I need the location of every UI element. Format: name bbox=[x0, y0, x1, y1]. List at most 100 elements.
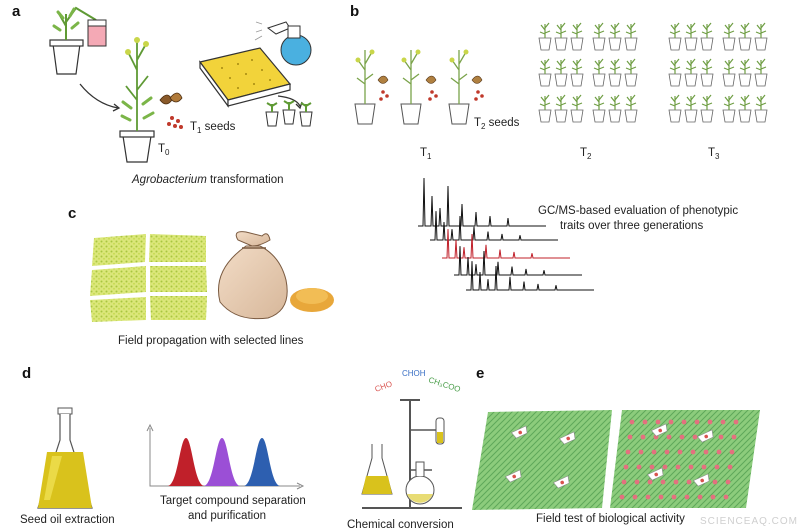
insect-trap bbox=[696, 429, 714, 443]
small-potted-plant bbox=[592, 22, 606, 51]
dispenser-dot bbox=[707, 419, 713, 425]
chromatogram-trace bbox=[454, 246, 582, 276]
small-potted-plant bbox=[554, 94, 568, 123]
chromatogram-trace bbox=[466, 261, 594, 291]
dispenser-dot bbox=[636, 464, 642, 470]
seed-tray bbox=[198, 47, 292, 108]
formula-acetate: CH₃COO bbox=[427, 375, 461, 394]
control-traps bbox=[504, 425, 576, 489]
small-potted-plant bbox=[592, 58, 606, 87]
t0-generation-label: T0 bbox=[158, 143, 170, 157]
gcms-caption-line2: traits over three generations bbox=[560, 220, 703, 232]
dispenser-dot bbox=[660, 479, 666, 485]
panel-e-caption: Field test of biological activity bbox=[536, 513, 685, 525]
dispenser-dot bbox=[701, 464, 707, 470]
gcms-chromatograms bbox=[418, 177, 594, 291]
panel-d: d Seed oil extraction Target compound se… bbox=[20, 365, 462, 530]
small-potted-plant bbox=[554, 58, 568, 87]
small-potted-plant bbox=[570, 22, 584, 51]
chromatogram-trace bbox=[442, 229, 570, 259]
t0-plant bbox=[119, 37, 155, 163]
dispenser-dot bbox=[697, 494, 703, 500]
dispenser-dot bbox=[686, 479, 692, 485]
dispenser-dot bbox=[714, 464, 720, 470]
panel-c-label: c bbox=[68, 205, 76, 222]
panel-e-label: e bbox=[476, 365, 484, 382]
small-potted-plant bbox=[624, 22, 638, 51]
small-potted-plant bbox=[668, 94, 682, 123]
chemistry-stand bbox=[361, 399, 462, 509]
dispenser-dot bbox=[681, 419, 687, 425]
t3-plant-grid bbox=[668, 22, 768, 123]
dispenser-dot bbox=[634, 479, 640, 485]
small-potted-plant bbox=[738, 22, 752, 51]
small-potted-plant bbox=[754, 94, 768, 123]
small-potted-plant bbox=[700, 22, 714, 51]
oil-flask bbox=[37, 407, 93, 509]
dispenser-dot bbox=[727, 464, 733, 470]
panel-d-label: d bbox=[22, 365, 31, 382]
seed-pods bbox=[159, 92, 183, 105]
small-potted-plant bbox=[722, 94, 736, 123]
dispenser-dot bbox=[723, 494, 729, 500]
dispenser-dot bbox=[647, 479, 653, 485]
dispenser-dot bbox=[684, 494, 690, 500]
small-potted-plant bbox=[668, 22, 682, 51]
t2-plant-grid bbox=[538, 22, 638, 123]
dispenser-dot bbox=[658, 494, 664, 500]
seedling-pots bbox=[265, 100, 313, 127]
dispenser-dot bbox=[668, 419, 674, 425]
separation-caption-line2: and purification bbox=[188, 510, 266, 522]
small-potted-plant bbox=[754, 22, 768, 51]
small-potted-plant bbox=[570, 94, 584, 123]
dispenser-dot bbox=[623, 464, 629, 470]
watermark: SCIENCEAQ.COM bbox=[700, 516, 798, 527]
treated-traps bbox=[646, 423, 714, 487]
treated-dispensers bbox=[619, 419, 739, 500]
dispenser-dot bbox=[640, 434, 646, 440]
small-potted-plant bbox=[538, 22, 552, 51]
treated-field bbox=[610, 410, 760, 508]
dispenser-dot bbox=[677, 449, 683, 455]
small-potted-plant bbox=[684, 22, 698, 51]
small-potted-plant bbox=[722, 22, 736, 51]
control-field bbox=[472, 410, 612, 510]
dispenser-dot bbox=[629, 419, 635, 425]
dispenser-dot bbox=[662, 464, 668, 470]
insect-trap bbox=[650, 423, 668, 437]
seed-oil-extraction-caption: Seed oil extraction bbox=[20, 514, 115, 526]
dispenser-dot bbox=[703, 449, 709, 455]
chromatogram-trace bbox=[430, 211, 558, 241]
dispenser-dot bbox=[710, 494, 716, 500]
insect-trap bbox=[504, 469, 522, 483]
small-potted-plant bbox=[700, 94, 714, 123]
dispenser-dot bbox=[694, 419, 700, 425]
small-potted-plant bbox=[700, 58, 714, 87]
small-potted-plant bbox=[538, 94, 552, 123]
dispenser-dot bbox=[720, 419, 726, 425]
t3-generation-label: T3 bbox=[708, 147, 720, 161]
dispenser-dot bbox=[627, 434, 633, 440]
small-potted-plant bbox=[554, 22, 568, 51]
arrow-to-t0 bbox=[79, 83, 119, 109]
separation-peak bbox=[244, 438, 280, 486]
dispenser-dot bbox=[692, 434, 698, 440]
panel-c: c Field propagation with selected lines bbox=[68, 205, 334, 347]
insect-trap bbox=[692, 473, 710, 487]
dispenser-dot bbox=[731, 434, 737, 440]
field-plots bbox=[90, 234, 207, 322]
small-potted-plant bbox=[608, 22, 622, 51]
small-potted-plant bbox=[754, 58, 768, 87]
dispenser-dot bbox=[725, 479, 731, 485]
dispenser-dot bbox=[619, 494, 625, 500]
small-potted-plant bbox=[624, 58, 638, 87]
separation-peak bbox=[168, 438, 204, 486]
dispenser-dot bbox=[621, 479, 627, 485]
arrow-to-seedlings bbox=[277, 95, 301, 107]
dispenser-dot bbox=[733, 419, 739, 425]
insect-trap bbox=[510, 425, 528, 439]
dispenser-dot bbox=[671, 494, 677, 500]
panel-b: b bbox=[350, 3, 768, 291]
panel-b-label: b bbox=[350, 3, 359, 20]
panel-a-caption: Agrobacterium transformation bbox=[131, 174, 284, 186]
